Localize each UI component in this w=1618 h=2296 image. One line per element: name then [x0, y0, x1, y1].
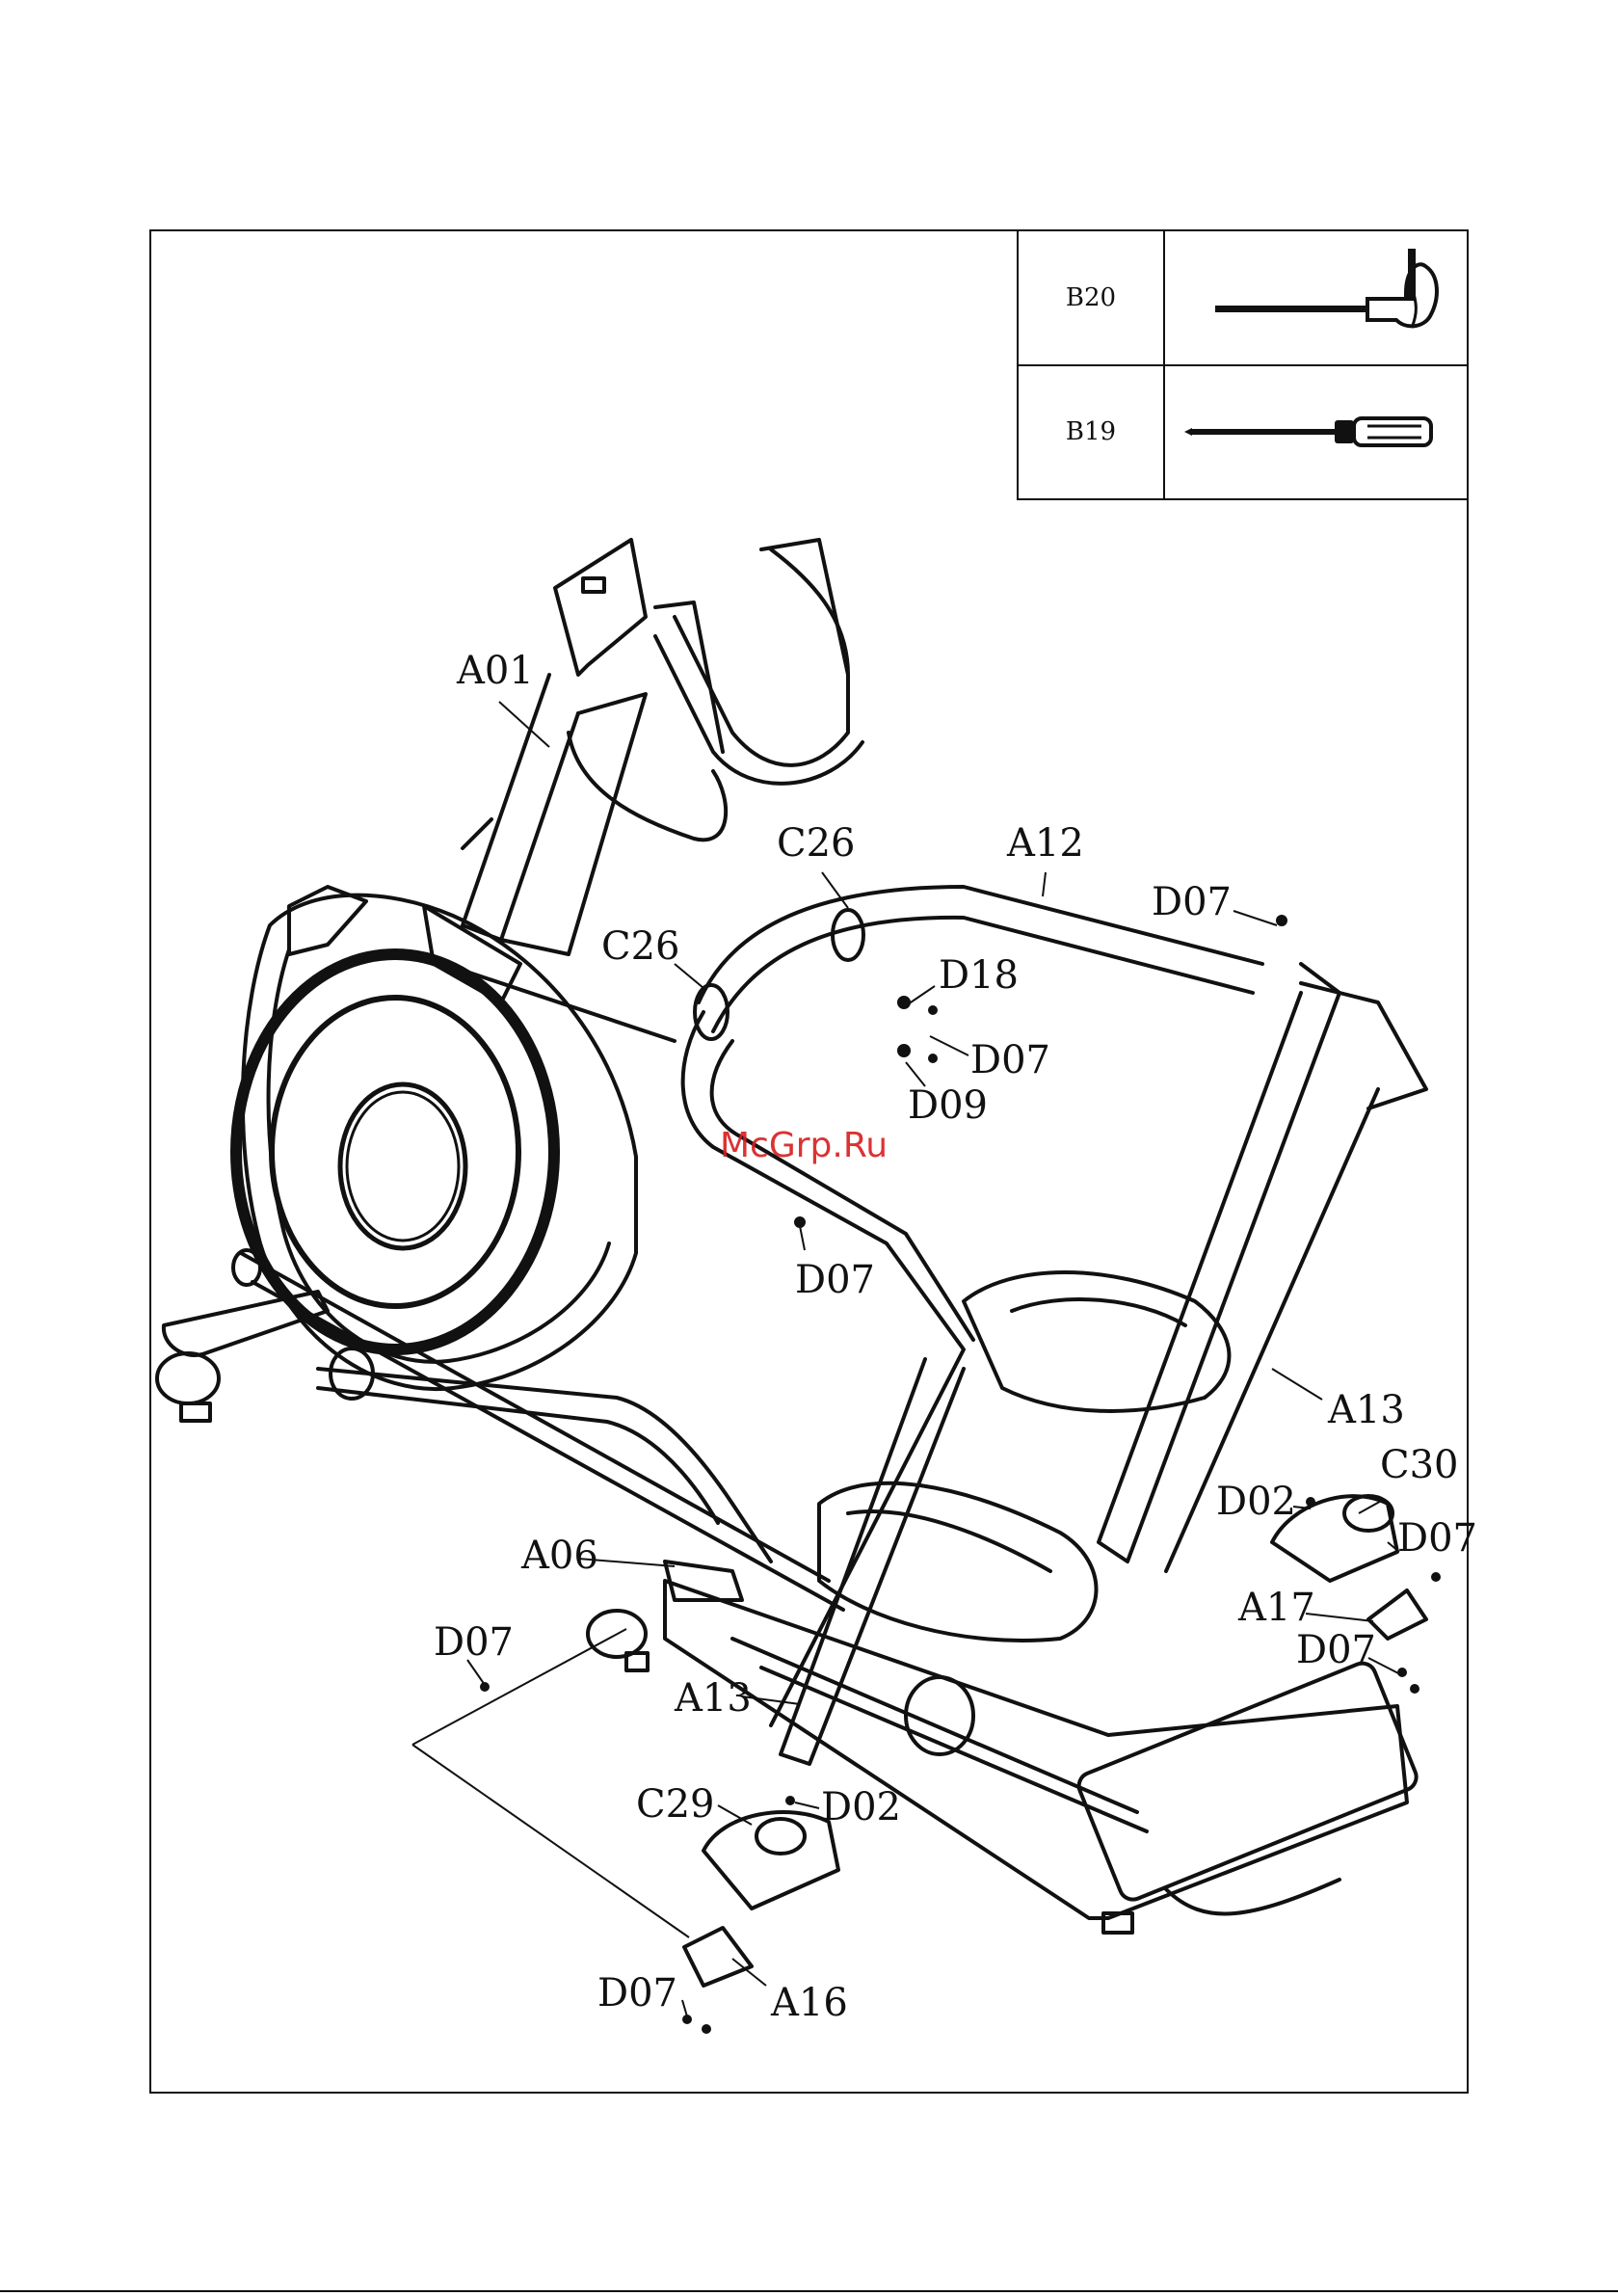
part-label-c26-top: C26: [777, 824, 856, 863]
leader-d18: [908, 986, 935, 1004]
bracket-a16: [684, 1928, 752, 1986]
grip-right: [761, 540, 848, 675]
watermark: McGrp.Ru: [720, 1126, 888, 1165]
flywheel-ring: [272, 998, 518, 1306]
flywheel-hub-inner: [347, 1092, 459, 1241]
part-label-d07-mid: D07: [970, 1041, 1050, 1080]
console-slot: [583, 578, 604, 592]
leader-a17: [1306, 1614, 1373, 1621]
part-label-d07-right-low: D07: [1296, 1631, 1376, 1669]
flywheel-disc: [236, 954, 554, 1349]
front-foot-cap: [157, 1353, 219, 1403]
mast-a01-side: [443, 964, 675, 1041]
part-label-a13-right: A13: [1328, 1391, 1405, 1429]
pedal-right-tread: [1012, 1299, 1185, 1325]
part-label-a17: A17: [1238, 1589, 1315, 1627]
leader-d07-top: [1233, 911, 1277, 925]
leader-d07-bottom: [682, 2000, 687, 2016]
part-label-d07-bottom: D07: [597, 1974, 677, 2013]
part-label-a01: A01: [457, 652, 534, 690]
part-label-c26-left: C26: [601, 927, 680, 966]
part-label-d07-top: D07: [1152, 883, 1232, 921]
part-label-d07-right: D07: [1397, 1519, 1477, 1558]
handle-post: [463, 819, 491, 848]
tube-a06: [241, 1253, 829, 1581]
leader-d07-mid: [930, 1036, 968, 1055]
part-label-a16: A16: [771, 1984, 848, 2022]
rear-stabilizer: [1074, 1659, 1419, 1903]
bracket-a17: [1368, 1590, 1426, 1639]
part-label-a13-left: A13: [675, 1679, 752, 1718]
part-label-d02-right: D02: [1216, 1482, 1296, 1521]
handlebar-left: [569, 733, 726, 840]
leader-d02-left: [795, 1802, 819, 1808]
collar-c26-top: [833, 910, 863, 960]
leader-d07-center: [800, 1226, 805, 1250]
cover-c30-hole: [1344, 1496, 1393, 1531]
part-label-d18: D18: [939, 956, 1019, 995]
pedal-left: [819, 1483, 1097, 1641]
mast-a01: [463, 675, 578, 940]
part-label-d09: D09: [908, 1086, 988, 1125]
leader-a13-right: [1272, 1369, 1322, 1400]
handlebar-right-inner: [655, 636, 862, 784]
leader-a01: [499, 702, 549, 747]
part-label-d02-left: D02: [821, 1788, 901, 1827]
part-label-a06: A06: [521, 1536, 598, 1575]
cover-c29: [703, 1812, 838, 1909]
console-plate: [555, 540, 646, 675]
front-foot: [181, 1403, 210, 1421]
cover-c29-hole: [756, 1819, 805, 1854]
grip-left: [655, 602, 723, 752]
part-label-a12: A12: [1007, 824, 1084, 863]
leader-a12: [1043, 872, 1046, 896]
page-bottom-rule: [0, 2290, 1618, 2292]
flywheel-hub: [340, 1084, 465, 1248]
part-label-d07-left: D07: [434, 1623, 514, 1662]
part-label-d07-center: D07: [795, 1261, 875, 1299]
part-label-c29: C29: [636, 1785, 715, 1824]
part-label-c30: C30: [1380, 1446, 1459, 1484]
arm-a13-left: [781, 1359, 964, 1764]
leader-c30: [1359, 1499, 1385, 1513]
pedal-left-tread: [848, 1511, 1050, 1571]
handlebar-right: [675, 549, 848, 765]
